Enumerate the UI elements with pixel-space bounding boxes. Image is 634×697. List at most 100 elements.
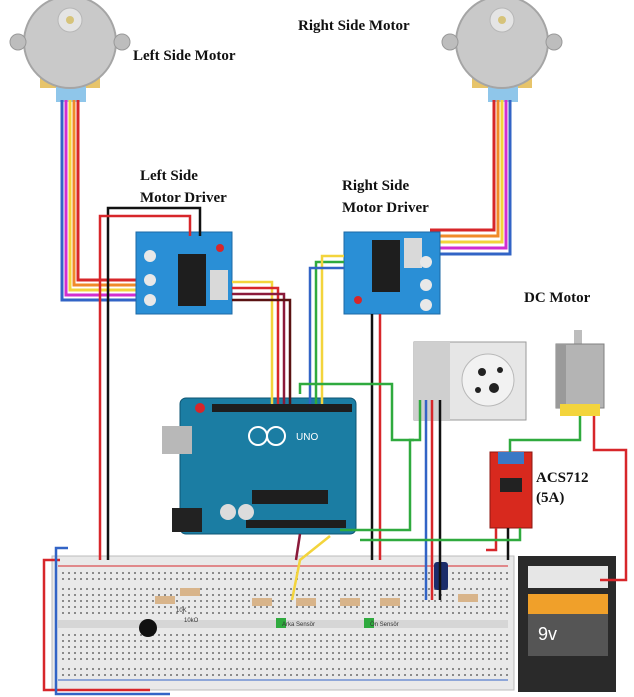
breadboard-hole	[398, 674, 400, 676]
breadboard-hole	[80, 646, 82, 648]
breadboard-hole	[236, 640, 238, 642]
breadboard-hole	[86, 646, 88, 648]
breadboard-hole	[200, 594, 202, 596]
breadboard-hole	[482, 578, 484, 580]
breadboard-hole	[122, 588, 124, 590]
breadboard-hole	[128, 588, 130, 590]
breadboard-hole	[452, 674, 454, 676]
breadboard-hole	[104, 572, 106, 574]
breadboard-hole	[326, 658, 328, 660]
breadboard-hole	[242, 640, 244, 642]
breadboard-hole	[104, 634, 106, 636]
breadboard-hole	[80, 674, 82, 676]
breadboard-hole	[410, 578, 412, 580]
breadboard-hole	[344, 588, 346, 590]
breadboard-hole	[254, 588, 256, 590]
breadboard-hole	[350, 588, 352, 590]
breadboard-hole	[212, 578, 214, 580]
breadboard-hole	[416, 674, 418, 676]
breadboard-hole	[98, 588, 100, 590]
breadboard-hole	[152, 668, 154, 670]
breadboard-hole	[212, 658, 214, 660]
breadboard-hole	[338, 612, 340, 614]
breadboard-hole	[488, 588, 490, 590]
breadboard-hole	[242, 572, 244, 574]
breadboard-hole	[386, 578, 388, 580]
breadboard-hole	[242, 612, 244, 614]
breadboard-hole	[374, 594, 376, 596]
breadboard-hole	[62, 640, 64, 642]
breadboard-hole	[146, 612, 148, 614]
breadboard-hole	[266, 652, 268, 654]
breadboard-hole	[230, 668, 232, 670]
breadboard-hole	[428, 572, 430, 574]
breadboard-hole	[158, 652, 160, 654]
breadboard-hole	[116, 606, 118, 608]
breadboard-hole	[98, 572, 100, 574]
breadboard-hole	[224, 658, 226, 660]
breadboard-hole	[146, 578, 148, 580]
breadboard-hole	[152, 652, 154, 654]
breadboard-hole	[110, 658, 112, 660]
breadboard-hole	[392, 594, 394, 596]
breadboard-hole	[248, 668, 250, 670]
breadboard-hole	[134, 640, 136, 642]
breadboard-hole	[230, 634, 232, 636]
breadboard-hole	[128, 652, 130, 654]
breadboard-hole	[158, 572, 160, 574]
9v-battery	[518, 556, 616, 692]
breadboard-hole	[458, 646, 460, 648]
breadboard-hole	[410, 606, 412, 608]
breadboard-hole	[278, 588, 280, 590]
breadboard-hole	[440, 600, 442, 602]
breadboard-hole	[80, 606, 82, 608]
breadboard-hole	[272, 612, 274, 614]
breadboard-hole	[236, 578, 238, 580]
breadboard-hole	[68, 572, 70, 574]
breadboard-hole	[176, 646, 178, 648]
breadboard-hole	[296, 668, 298, 670]
breadboard-hole	[344, 572, 346, 574]
breadboard-hole	[242, 606, 244, 608]
breadboard-hole	[260, 668, 262, 670]
breadboard-hole	[116, 594, 118, 596]
breadboard-hole	[458, 578, 460, 580]
breadboard-hole	[200, 634, 202, 636]
breadboard-hole	[404, 578, 406, 580]
breadboard-hole	[344, 668, 346, 670]
breadboard-hole	[170, 646, 172, 648]
breadboard-hole	[458, 668, 460, 670]
rear-sensor-label: Arka Sensör	[282, 622, 315, 628]
breadboard-hole	[380, 674, 382, 676]
breadboard-hole	[272, 588, 274, 590]
breadboard-hole	[62, 612, 64, 614]
breadboard-hole	[284, 594, 286, 596]
breadboard-hole	[152, 578, 154, 580]
breadboard-hole	[146, 606, 148, 608]
breadboard-hole	[86, 674, 88, 676]
breadboard-hole	[248, 594, 250, 596]
breadboard-hole	[356, 646, 358, 648]
breadboard-hole	[488, 658, 490, 660]
breadboard-hole	[428, 674, 430, 676]
breadboard-hole	[206, 588, 208, 590]
breadboard-hole	[98, 606, 100, 608]
breadboard-hole	[80, 640, 82, 642]
breadboard-hole	[446, 646, 448, 648]
breadboard-hole	[230, 652, 232, 654]
breadboard-hole	[188, 674, 190, 676]
breadboard-hole	[476, 634, 478, 636]
breadboard-hole	[332, 606, 334, 608]
breadboard-hole	[188, 612, 190, 614]
breadboard-hole	[182, 646, 184, 648]
breadboard-hole	[122, 658, 124, 660]
breadboard-hole	[332, 658, 334, 660]
breadboard-hole	[326, 606, 328, 608]
breadboard-hole	[98, 652, 100, 654]
breadboard-hole	[380, 612, 382, 614]
breadboard-hole	[152, 612, 154, 614]
breadboard-hole	[314, 572, 316, 574]
breadboard-hole	[362, 578, 364, 580]
breadboard-hole	[92, 594, 94, 596]
breadboard-hole	[284, 668, 286, 670]
